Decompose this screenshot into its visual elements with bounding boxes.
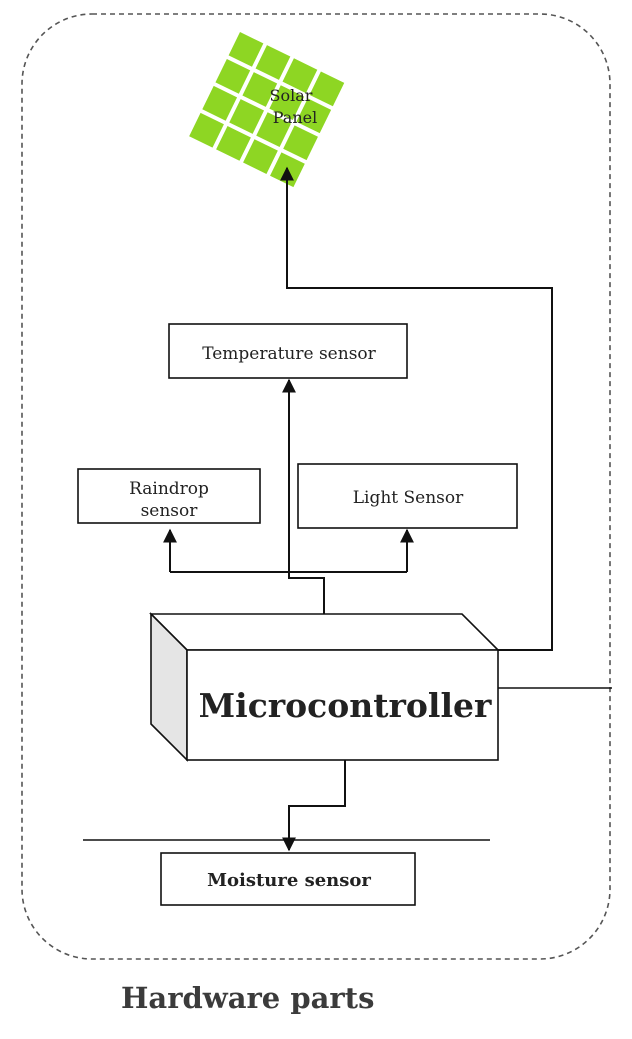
- temperature-sensor-box: [168, 323, 408, 379]
- diagram-caption: Hardware parts: [121, 981, 374, 1015]
- solar-panel-cell: [229, 99, 265, 134]
- solar-panel-cell: [228, 32, 264, 67]
- solar-panel-cell: [269, 85, 305, 121]
- solar-panel-cell: [256, 112, 291, 147]
- temperature-sensor-label: Temperature sensor: [202, 344, 376, 364]
- solar-panel-label-line1: Solar: [270, 86, 313, 105]
- wire-to-moisture-sensor: [282, 760, 346, 852]
- solar-panel-cell: [216, 126, 251, 161]
- raindrop-sensor-label-line1: Raindrop: [129, 479, 209, 499]
- solar-panel-cell: [202, 85, 238, 121]
- solar-panel-cell: [282, 58, 318, 94]
- solar-panel-cell: [296, 98, 332, 134]
- wire-to-temperature-sensor: [282, 378, 325, 614]
- microcontroller-block: Microcontroller: [149, 612, 500, 762]
- solar-panel-cell: [243, 139, 278, 174]
- solar-panel-cell: [309, 71, 345, 107]
- wiring: [83, 166, 612, 852]
- microcontroller-front-face: [186, 649, 499, 761]
- microcontroller-top-face: [149, 613, 500, 651]
- raindrop-sensor-label-line2: sensor: [141, 501, 199, 521]
- solar-panel-label-line2: Panel: [273, 108, 317, 127]
- solar-panel-icon: [189, 32, 345, 188]
- wire-to-solar-panel: [280, 166, 553, 651]
- microcontroller-label: Microcontroller: [199, 686, 492, 725]
- solar-panel-cell: [242, 72, 278, 107]
- solar-panel-cell: [215, 58, 251, 94]
- solar-panel-cell: [255, 45, 291, 80]
- raindrop-sensor-box: [77, 468, 261, 524]
- light-sensor-label: Light Sensor: [353, 488, 464, 508]
- solar-panel-cell: [283, 125, 318, 161]
- light-sensor-box: [297, 463, 518, 529]
- moisture-sensor-box: [160, 852, 416, 906]
- solar-panel-cell: [189, 112, 224, 148]
- system-boundary: [21, 13, 611, 960]
- moisture-sensor-label: Moisture sensor: [207, 870, 371, 891]
